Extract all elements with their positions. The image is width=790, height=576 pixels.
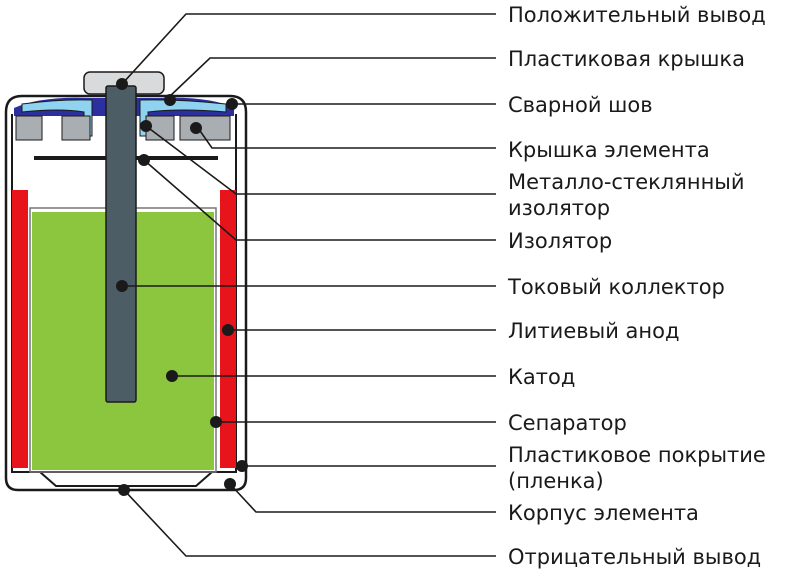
dot-cell-lid <box>190 122 202 134</box>
label-positive-terminal: Положительный вывод <box>508 3 766 27</box>
label-glass-metal-insulator-line1: Металло-стеклянный <box>508 170 745 194</box>
dot-insulator <box>138 154 150 166</box>
dot-separator <box>210 416 222 428</box>
current-collector-rod <box>105 85 137 403</box>
leader-negative-terminal <box>123 489 496 557</box>
label-insulator: Изолятор <box>508 229 612 253</box>
dot-positive-terminal <box>116 78 128 90</box>
leader-cell-lid <box>197 127 496 149</box>
label-weld-seam: Сварной шов <box>508 93 653 117</box>
label-lithium-anode: Литиевый анод <box>508 319 680 343</box>
dot-cathode <box>166 370 178 382</box>
lid-block-right-outer <box>179 115 231 141</box>
dot-negative-terminal <box>118 484 130 496</box>
labels: Положительный вывод Пластиковая крышка С… <box>507 3 766 569</box>
dot-plastic-cap <box>164 94 176 106</box>
label-cell-case: Корпус элемента <box>508 501 699 525</box>
lid-block-left-outer <box>15 115 43 141</box>
label-plastic-coating-line2: (пленка) <box>508 469 604 493</box>
dot-cell-case <box>224 478 236 490</box>
leader-positive-terminal <box>121 13 496 85</box>
dot-lithium-anode <box>222 324 234 336</box>
dot-plastic-coating <box>236 460 248 472</box>
label-plastic-coating-line1: Пластиковое покрытие <box>508 443 766 467</box>
label-plastic-cap: Пластиковая крышка <box>508 47 745 71</box>
leader-glass-metal-insulator <box>145 125 496 195</box>
dot-weld-seam <box>226 98 238 110</box>
label-cathode: Катод <box>508 365 575 389</box>
label-current-collector: Токовый коллектор <box>507 275 725 299</box>
anode-left <box>12 190 28 468</box>
label-negative-terminal: Отрицательный вывод <box>508 545 761 569</box>
battery-illustration <box>4 71 248 492</box>
leader-dots <box>116 78 248 496</box>
leader-insulator <box>143 159 496 241</box>
label-cell-lid: Крышка элемента <box>508 138 710 162</box>
dot-current-collector <box>116 280 128 292</box>
lid-block-left-inner <box>61 115 91 141</box>
label-separator: Сепаратор <box>508 411 627 435</box>
leader-lines <box>121 13 496 557</box>
leader-plastic-cap <box>167 57 496 99</box>
label-glass-metal-insulator-line2: изолятор <box>508 196 610 220</box>
leader-cell-case <box>229 483 496 513</box>
dot-glass-metal-insulator <box>140 120 152 132</box>
